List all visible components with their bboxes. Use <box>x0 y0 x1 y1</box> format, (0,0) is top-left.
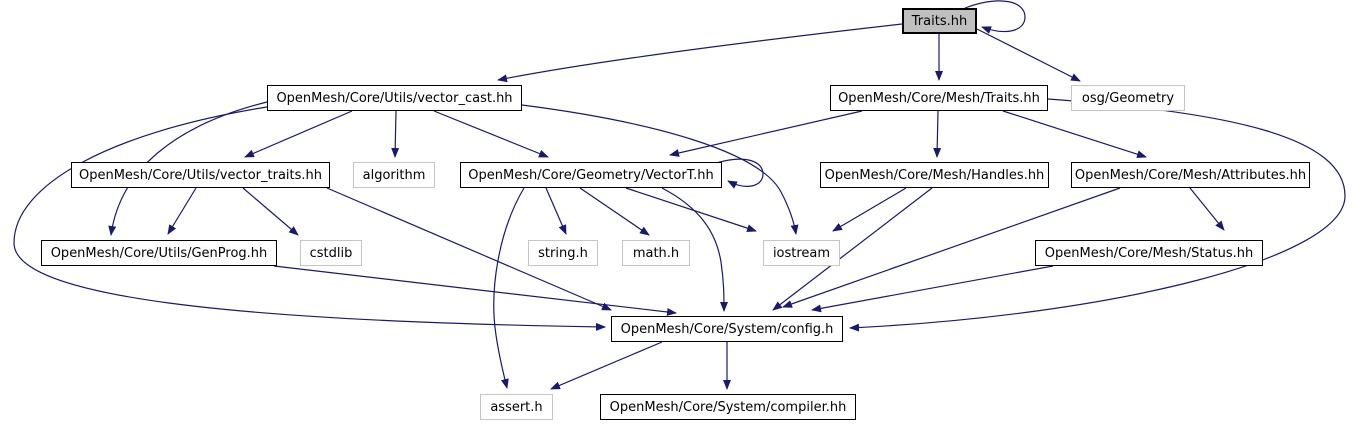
node-string-h: string.h <box>528 240 598 266</box>
edge-mesh-traits-to-config <box>849 98 1346 332</box>
edge-mesh-traits-to-handles <box>933 110 942 158</box>
edge-vectort-to-config <box>661 187 728 312</box>
edge-config-to-assert-h <box>550 341 663 390</box>
edge-vector-cast-to-genprog <box>108 101 268 236</box>
edge-genprog-to-config <box>273 265 677 316</box>
edge-handles-to-iostream <box>832 187 907 232</box>
edge-traits-to-osg-geometry <box>976 28 1081 82</box>
edge-vectort-to-string-h <box>545 187 567 235</box>
node-traits[interactable]: Traits.hh <box>902 8 977 34</box>
edge-vector-cast-to-iostream <box>521 104 799 235</box>
edge-handles-to-config <box>772 187 933 311</box>
node-genprog[interactable]: OpenMesh/Core/Utils/GenProg.hh <box>41 240 277 266</box>
node-algorithm: algorithm <box>353 162 435 188</box>
node-math-h: math.h <box>622 240 690 266</box>
node-assert-h: assert.h <box>480 394 553 420</box>
node-status[interactable]: OpenMesh/Core/Mesh/Status.hh <box>1035 240 1263 266</box>
edge-vector-cast-to-config <box>13 106 606 331</box>
edge-attributes-to-config <box>782 187 1121 308</box>
edge-traits-to-traits <box>964 0 1026 34</box>
node-config[interactable]: OpenMesh/Core/System/config.h <box>611 316 843 342</box>
edge-vectort-to-math-h <box>579 187 650 236</box>
edge-vectort-to-iostream <box>625 187 757 232</box>
edge-traits-to-vector-cast <box>497 23 903 83</box>
edge-vectort-to-vectort <box>715 158 764 189</box>
node-compiler[interactable]: OpenMesh/Core/System/compiler.hh <box>600 394 856 420</box>
graph-edges <box>13 0 1346 390</box>
edge-vector-traits-to-config <box>326 187 612 311</box>
edge-mesh-traits-to-vectort <box>669 110 863 157</box>
node-vectort[interactable]: OpenMesh/Core/Geometry/VectorT.hh <box>460 162 722 188</box>
edge-vector-traits-to-cstdlib <box>242 187 299 236</box>
edge-vector-cast-to-vector-traits <box>244 110 353 158</box>
node-vector-traits[interactable]: OpenMesh/Core/Utils/vector_traits.hh <box>71 162 330 188</box>
edge-attributes-to-status <box>1189 187 1225 231</box>
node-attributes[interactable]: OpenMesh/Core/Mesh/Attributes.hh <box>1071 162 1310 188</box>
edge-vectort-to-assert-h <box>493 187 525 389</box>
edge-status-to-config <box>811 265 1054 313</box>
node-vector-cast[interactable]: OpenMesh/Core/Utils/vector_cast.hh <box>267 85 522 111</box>
node-iostream: iostream <box>763 240 840 266</box>
edge-vector-cast-to-algorithm <box>391 110 400 158</box>
edge-vector-cast-to-vectort <box>433 110 549 158</box>
node-mesh-traits[interactable]: OpenMesh/Core/Mesh/Traits.hh <box>830 85 1048 111</box>
node-handles[interactable]: OpenMesh/Core/Mesh/Handles.hh <box>820 162 1049 188</box>
edge-mesh-traits-to-attributes <box>1002 110 1147 159</box>
edge-vector-traits-to-genprog <box>167 187 197 235</box>
node-cstdlib: cstdlib <box>300 240 362 266</box>
node-osg-geometry: osg/Geometry <box>1071 85 1185 111</box>
